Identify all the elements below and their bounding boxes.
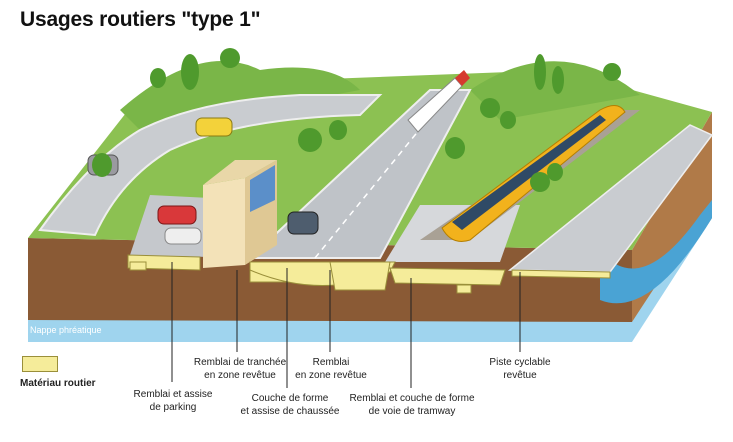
tree (298, 128, 322, 152)
tree (181, 54, 199, 90)
callout-remblai-tramway: Remblai et couche de forme de voie de tr… (349, 393, 475, 417)
callout-remblai-tranchee: Remblai de tranchée en zone revêtue (193, 357, 287, 381)
material-tram (389, 267, 506, 286)
hill-left (120, 61, 360, 130)
material-embankment (329, 261, 391, 291)
material-block-1 (129, 261, 147, 271)
legend-label: Matériau routier (20, 378, 96, 389)
tree (530, 172, 550, 192)
water-table-label: Nappe phréatique (30, 325, 102, 335)
trees (92, 48, 621, 192)
material-block-2 (456, 284, 472, 294)
material-layers (127, 254, 611, 294)
car-red (157, 205, 197, 225)
building-glass (250, 165, 275, 212)
car-white (164, 227, 202, 245)
tree (603, 63, 621, 81)
tree (534, 54, 546, 90)
tree (220, 48, 240, 68)
callout-piste-cyclable: Piste cyclable revêtue (489, 357, 551, 381)
tree (150, 68, 166, 88)
building-roof (203, 160, 277, 185)
leader-lines (171, 262, 521, 388)
tree (480, 98, 500, 118)
tram-windows (452, 115, 606, 230)
car-blue (287, 211, 319, 235)
tree (547, 163, 563, 181)
material-bike (511, 269, 611, 279)
building-front (203, 178, 245, 268)
tree (445, 137, 465, 159)
car-yellow (195, 117, 233, 137)
page-title: Usages routiers "type 1" (20, 8, 261, 31)
truck-cab (455, 70, 470, 86)
callout-remblai-zone: Remblai en zone revêtue (295, 357, 367, 381)
river (600, 200, 712, 304)
callout-remblai-parking: Remblai et assise de parking (133, 389, 213, 413)
tree (552, 66, 564, 94)
callout-couche-forme: Couche de forme et assise de chaussée (240, 393, 340, 417)
tree (92, 153, 112, 177)
tree (329, 120, 347, 140)
legend-swatch (22, 356, 58, 372)
tree (500, 111, 516, 129)
